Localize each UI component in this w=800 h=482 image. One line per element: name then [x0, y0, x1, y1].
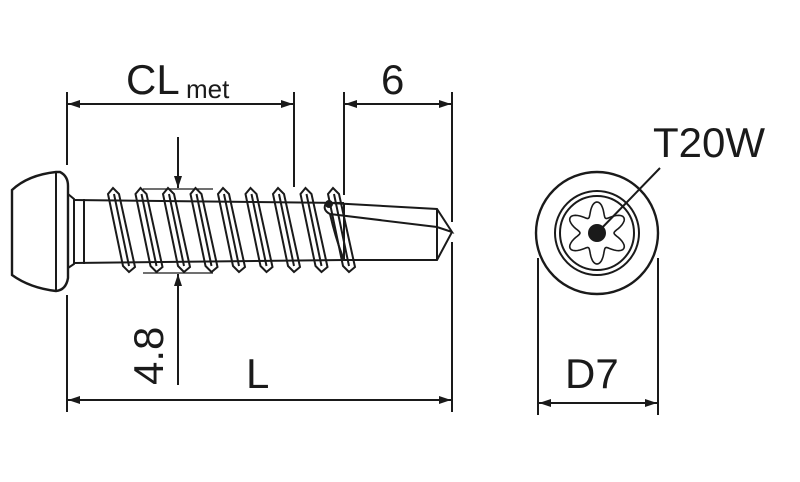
recess-outer-circle — [554, 190, 640, 276]
thread-crest — [161, 186, 192, 274]
shank-top — [73, 199, 345, 204]
diameter-label: 4.8 — [125, 327, 172, 385]
thread-crest — [271, 186, 302, 274]
thread-crest — [106, 186, 137, 274]
drill-point — [323, 202, 455, 261]
recess-inner-circle — [559, 195, 635, 271]
shank-bottom — [73, 259, 345, 264]
drill-length-label: 6 — [381, 56, 404, 103]
length-label: L — [246, 350, 269, 397]
screw-head — [10, 170, 70, 293]
screw-threads — [106, 186, 357, 274]
thread-crest — [134, 186, 164, 274]
cl-subscript: met — [186, 74, 230, 104]
thread-crest — [244, 186, 274, 274]
drive-leader-line — [596, 167, 661, 234]
torx-star — [568, 201, 626, 265]
head-diameter-label: D7 — [565, 350, 619, 397]
cl-label: CL — [126, 56, 180, 103]
thread-crest — [326, 186, 357, 274]
drill-point-notch — [325, 200, 333, 208]
drive-label: T20W — [653, 119, 765, 166]
thread-crest — [216, 186, 247, 274]
thread-crest — [299, 186, 329, 274]
thread-crest — [189, 186, 219, 274]
head-outer-circle — [534, 170, 660, 296]
screw-shank — [67, 193, 75, 269]
